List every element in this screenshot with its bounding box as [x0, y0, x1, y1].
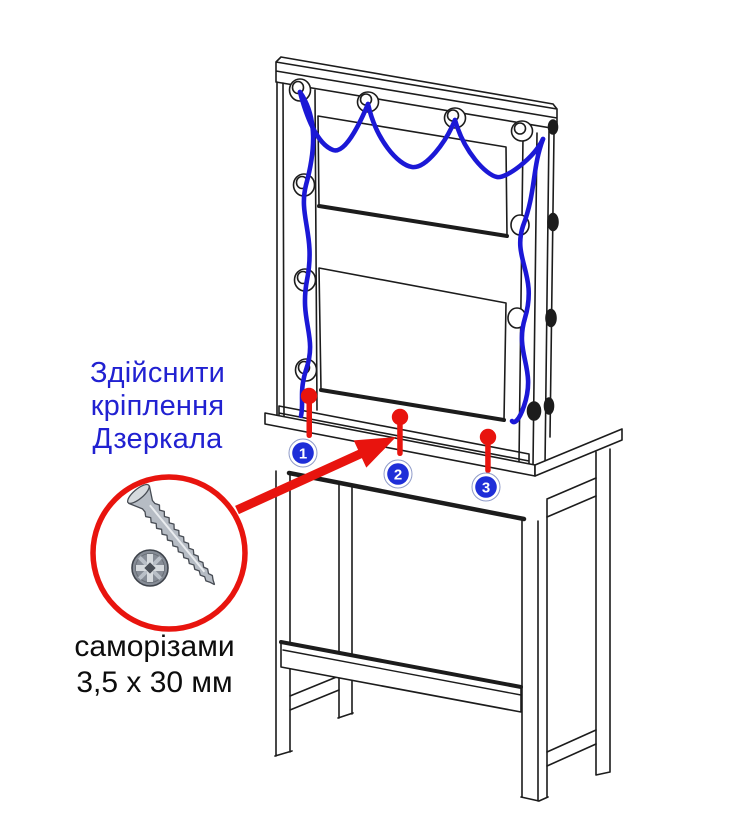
heading-line-1: Здійснити: [89, 357, 226, 389]
screw-size-caption: саморізами 3,5 х 30 мм: [42, 629, 267, 701]
attachment-pin-2: [391, 408, 409, 456]
marker-1-badge: 1: [288, 438, 318, 468]
callout-arrow: [235, 437, 396, 515]
mirror-frame: [275, 56, 558, 469]
heading-line-3: Дзеркала: [92, 423, 223, 455]
caption-line-1: саморізами: [74, 630, 235, 663]
screw-side-icon: [126, 483, 216, 586]
heading-line-2: кріплення: [90, 390, 225, 422]
attachment-pin-1: [300, 387, 318, 438]
marker-3-badge: 3: [471, 472, 501, 502]
marker-2-badge: 2: [383, 459, 413, 489]
screw-detail-callout: [90, 474, 248, 632]
pozidriv-screw-head-icon: [131, 549, 169, 587]
number-markers: 1 2 3: [288, 438, 501, 502]
attachment-pins: [300, 387, 497, 473]
heading-text: Здійснити кріплення Дзеркала: [50, 357, 265, 456]
attachment-pin-3: [479, 428, 497, 473]
marker-3-label: 3: [482, 480, 490, 497]
marker-2-label: 2: [394, 467, 402, 484]
marker-1-label: 1: [299, 446, 307, 463]
caption-line-2: 3,5 х 30 мм: [76, 666, 233, 699]
garland-wire: [297, 89, 546, 425]
